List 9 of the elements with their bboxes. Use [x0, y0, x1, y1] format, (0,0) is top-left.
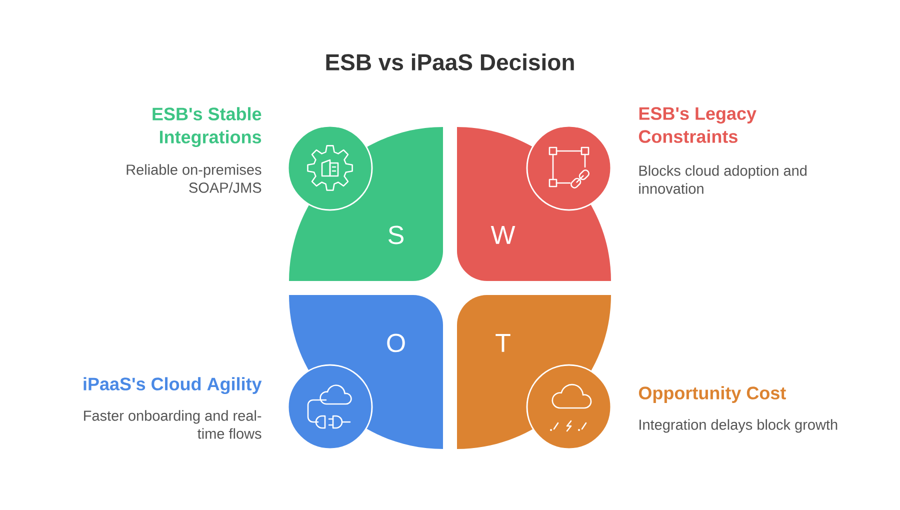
- description: Blocks cloud adoption and innovation: [639, 165, 807, 194]
- heading: Opportunity Cost: [638, 386, 786, 403]
- description: Faster onboarding and real-time flows: [84, 410, 262, 439]
- heading: iPaaS's Cloud Agility: [84, 377, 262, 394]
- description: Integration delays block growth: [640, 419, 838, 433]
- heading: ESB's Legacy Constraints: [638, 107, 756, 143]
- heading: ESB's Stable Integrations: [152, 107, 262, 148]
- description: Reliable on-premises SOAP/JMS: [126, 164, 262, 193]
- title: ESB vs iPaaS Decision: [326, 54, 574, 70]
